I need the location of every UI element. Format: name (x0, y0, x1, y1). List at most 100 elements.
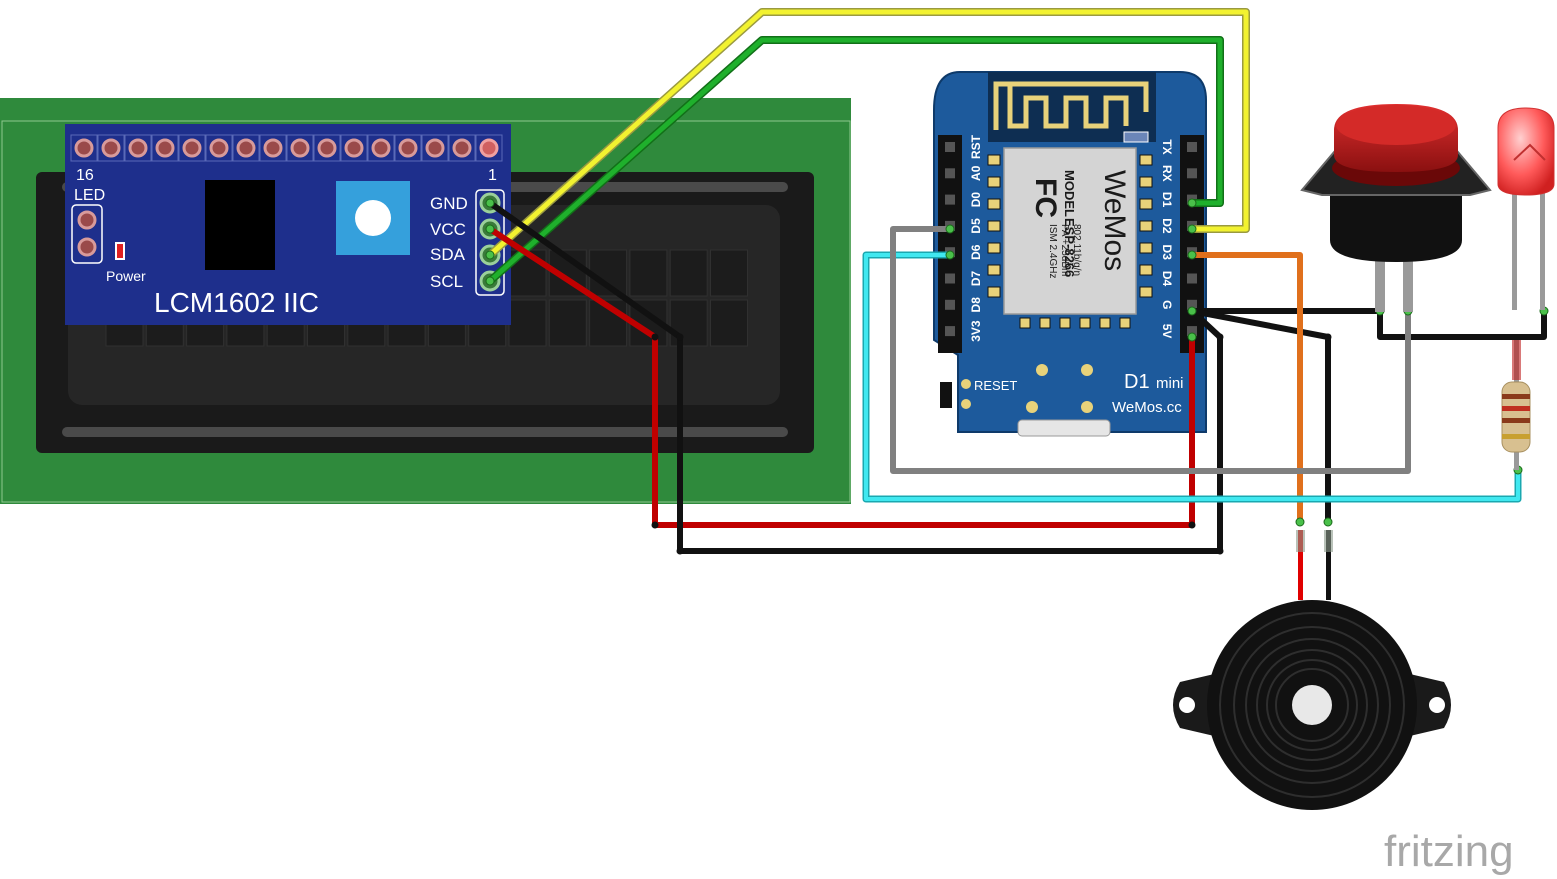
pin-1-label: 1 (488, 167, 497, 184)
piezo-buzzer (1173, 530, 1451, 810)
d1-pin[interactable] (1187, 299, 1197, 310)
module-model-label: MODEL (1062, 170, 1077, 217)
header-pin[interactable] (236, 138, 256, 158)
resistor (1501, 340, 1531, 470)
header-pin[interactable] (479, 138, 499, 158)
wires (485, 8, 1549, 555)
power-label: Power (106, 268, 146, 284)
board-brand: WeMos.cc (1112, 399, 1182, 416)
pin-16-label: 16 (76, 167, 94, 184)
pcb-antenna (993, 81, 1149, 130)
module-brand: WeMos (1098, 170, 1131, 271)
d1-pin-label: TX (1160, 139, 1174, 154)
header-pin[interactable] (263, 138, 283, 158)
d1-pin[interactable] (945, 194, 955, 205)
wemos-d1-mini: MODEL ESP-8266 FC ISM 2.4GHz PA +25dBm 8… (933, 71, 1207, 437)
d1-pin-label: G (1160, 300, 1174, 309)
lcd-header-pins (70, 134, 503, 162)
lcd-cell (710, 249, 748, 297)
header-pin[interactable] (101, 138, 121, 158)
header-pin[interactable] (371, 138, 391, 158)
d1-pin-label: D5 (969, 218, 983, 234)
resistor-body (1501, 381, 1531, 453)
lcd-cell (710, 299, 748, 347)
reset-button[interactable] (940, 382, 952, 408)
d1-pin-label: RST (969, 134, 983, 159)
usb-connector (1017, 419, 1111, 437)
header-pin[interactable] (398, 138, 418, 158)
esp8266-module (1003, 147, 1137, 315)
header-pin[interactable] (452, 138, 472, 158)
wire-green-scl[interactable] (487, 37, 1223, 284)
d1-pin-label: D7 (969, 271, 983, 287)
header-pin[interactable] (425, 138, 445, 158)
led-dome (1497, 107, 1555, 196)
module-model-name: ESP-8266 (1062, 218, 1077, 277)
led-label: LED (74, 187, 105, 204)
header-pin[interactable] (290, 138, 310, 158)
wire-gray-button[interactable] (890, 226, 1411, 474)
buzzer-rings (1219, 612, 1405, 798)
lcd-cell (669, 299, 708, 347)
header-pin[interactable] (209, 138, 229, 158)
left-header (938, 135, 962, 353)
d1-pin[interactable] (945, 299, 955, 310)
header-pin[interactable] (182, 138, 202, 158)
d1-pin-label: D2 (1160, 218, 1174, 234)
d1-pin[interactable] (945, 168, 955, 179)
led-jumper-pin (77, 210, 97, 230)
pcf8574-chip (205, 180, 275, 270)
pin-label-sda: SDA (430, 245, 466, 264)
header-pin[interactable] (155, 138, 175, 158)
iic-backpack: 16 1 LED Power LCM1602 IIC GND VCC SDA S… (65, 124, 511, 325)
wire-orange-buzzer[interactable] (1189, 252, 1303, 525)
d1-pin-label: A0 (969, 165, 983, 181)
red-led (1497, 107, 1555, 310)
d1-pin-label: D6 (969, 244, 983, 260)
d1-pin[interactable] (1187, 326, 1197, 337)
ism-line-3: 802.11b/g/n (1071, 224, 1082, 276)
esp-castellations (987, 154, 1153, 329)
d1-pin-label: D4 (1160, 271, 1174, 287)
d1-pin[interactable] (945, 142, 955, 152)
wire-yellow-sda[interactable] (487, 9, 1249, 258)
lcd-cell (669, 249, 708, 297)
push-button[interactable] (1300, 104, 1492, 312)
iic-board (65, 124, 511, 325)
button-body (1330, 195, 1462, 262)
lcd-cell (508, 299, 547, 347)
d1-pin[interactable] (1187, 273, 1197, 284)
wire-black-button-gnd[interactable] (1189, 308, 1547, 340)
d1-pin[interactable] (945, 273, 955, 284)
header-pin[interactable] (128, 138, 148, 158)
wire-black-gnd[interactable] (487, 200, 1223, 554)
d1-pin-label: 5V (1160, 324, 1174, 339)
d1-pin-label: RX (1160, 165, 1174, 182)
d1-pin-label: D1 (1160, 192, 1174, 208)
d1-pin-label: 3V3 (969, 320, 983, 342)
lcd-cell (548, 299, 587, 347)
wire-black-buzzer-gnd[interactable] (1189, 308, 1331, 525)
d1-pin-label: D8 (969, 297, 983, 313)
board-name: D1 (1124, 371, 1150, 393)
d1-pin-label: D0 (969, 192, 983, 208)
fritzing-watermark: fritzing (1384, 827, 1514, 876)
led-jumper-pin (77, 237, 97, 257)
header-pin[interactable] (317, 138, 337, 158)
d1-pin-label: D3 (1160, 245, 1174, 261)
d1-pin[interactable] (945, 326, 955, 337)
pin-label-gnd: GND (430, 194, 468, 213)
ism-line-2: PA +25dBm (1059, 224, 1070, 276)
iic-title: LCM1602 IIC (154, 287, 319, 318)
d1-pin[interactable] (1187, 168, 1197, 179)
ism-line-1: ISM 2.4GHz (1047, 224, 1058, 278)
fcc-mark: FC (1029, 178, 1062, 218)
header-pin[interactable] (74, 138, 94, 158)
pin-label-scl: SCL (430, 272, 463, 291)
header-pin[interactable] (344, 138, 364, 158)
reset-label: RESET (974, 378, 1017, 393)
d1-pin[interactable] (1187, 142, 1197, 152)
pin-label-vcc: VCC (430, 220, 466, 239)
